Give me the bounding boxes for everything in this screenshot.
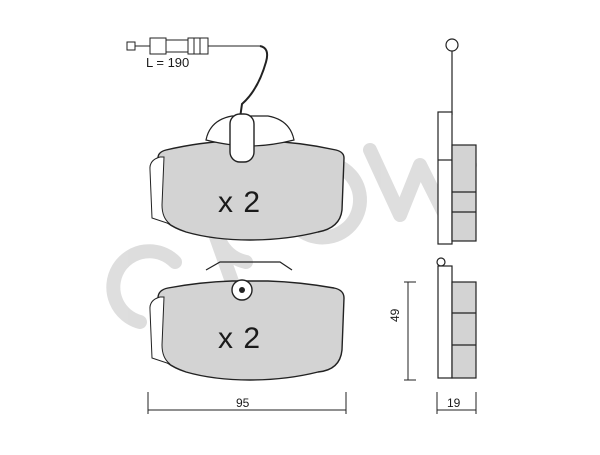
brake-pad-bottom — [149, 261, 345, 381]
side-friction-bottom — [451, 281, 477, 379]
sensor-plug-sleeve — [187, 37, 209, 55]
brake-pad-top — [149, 113, 345, 241]
side-profile-top — [437, 38, 477, 245]
dimension-width-label: 95 — [236, 396, 250, 410]
sensor-plug-tip — [126, 41, 136, 51]
mounting-hole-center — [239, 287, 245, 293]
side-sensor-connector — [445, 38, 459, 52]
pad-friction-bottom — [157, 280, 345, 381]
sensor-housing-top — [229, 113, 255, 163]
pad-backplate-top — [149, 156, 171, 225]
side-friction-top — [451, 144, 477, 242]
dimension-height-label: 49 — [388, 308, 402, 322]
wear-sensor-wire — [126, 37, 269, 119]
side-clip-top — [436, 257, 446, 267]
wire-length-label: L = 190 — [146, 55, 190, 70]
pad-quantity-bottom: x 2 — [218, 322, 262, 355]
dimension-thickness-label: 19 — [447, 396, 461, 410]
pad-friction-top — [157, 140, 345, 241]
sensor-plug-body — [149, 37, 167, 55]
pad-clip-bottom — [205, 261, 293, 271]
dimension-lines — [147, 281, 477, 414]
sensor-plug-neck — [165, 39, 189, 53]
side-profile-bottom — [436, 257, 477, 379]
pad-backplate-bottom — [149, 296, 171, 365]
pad-quantity-top: x 2 — [218, 186, 262, 219]
